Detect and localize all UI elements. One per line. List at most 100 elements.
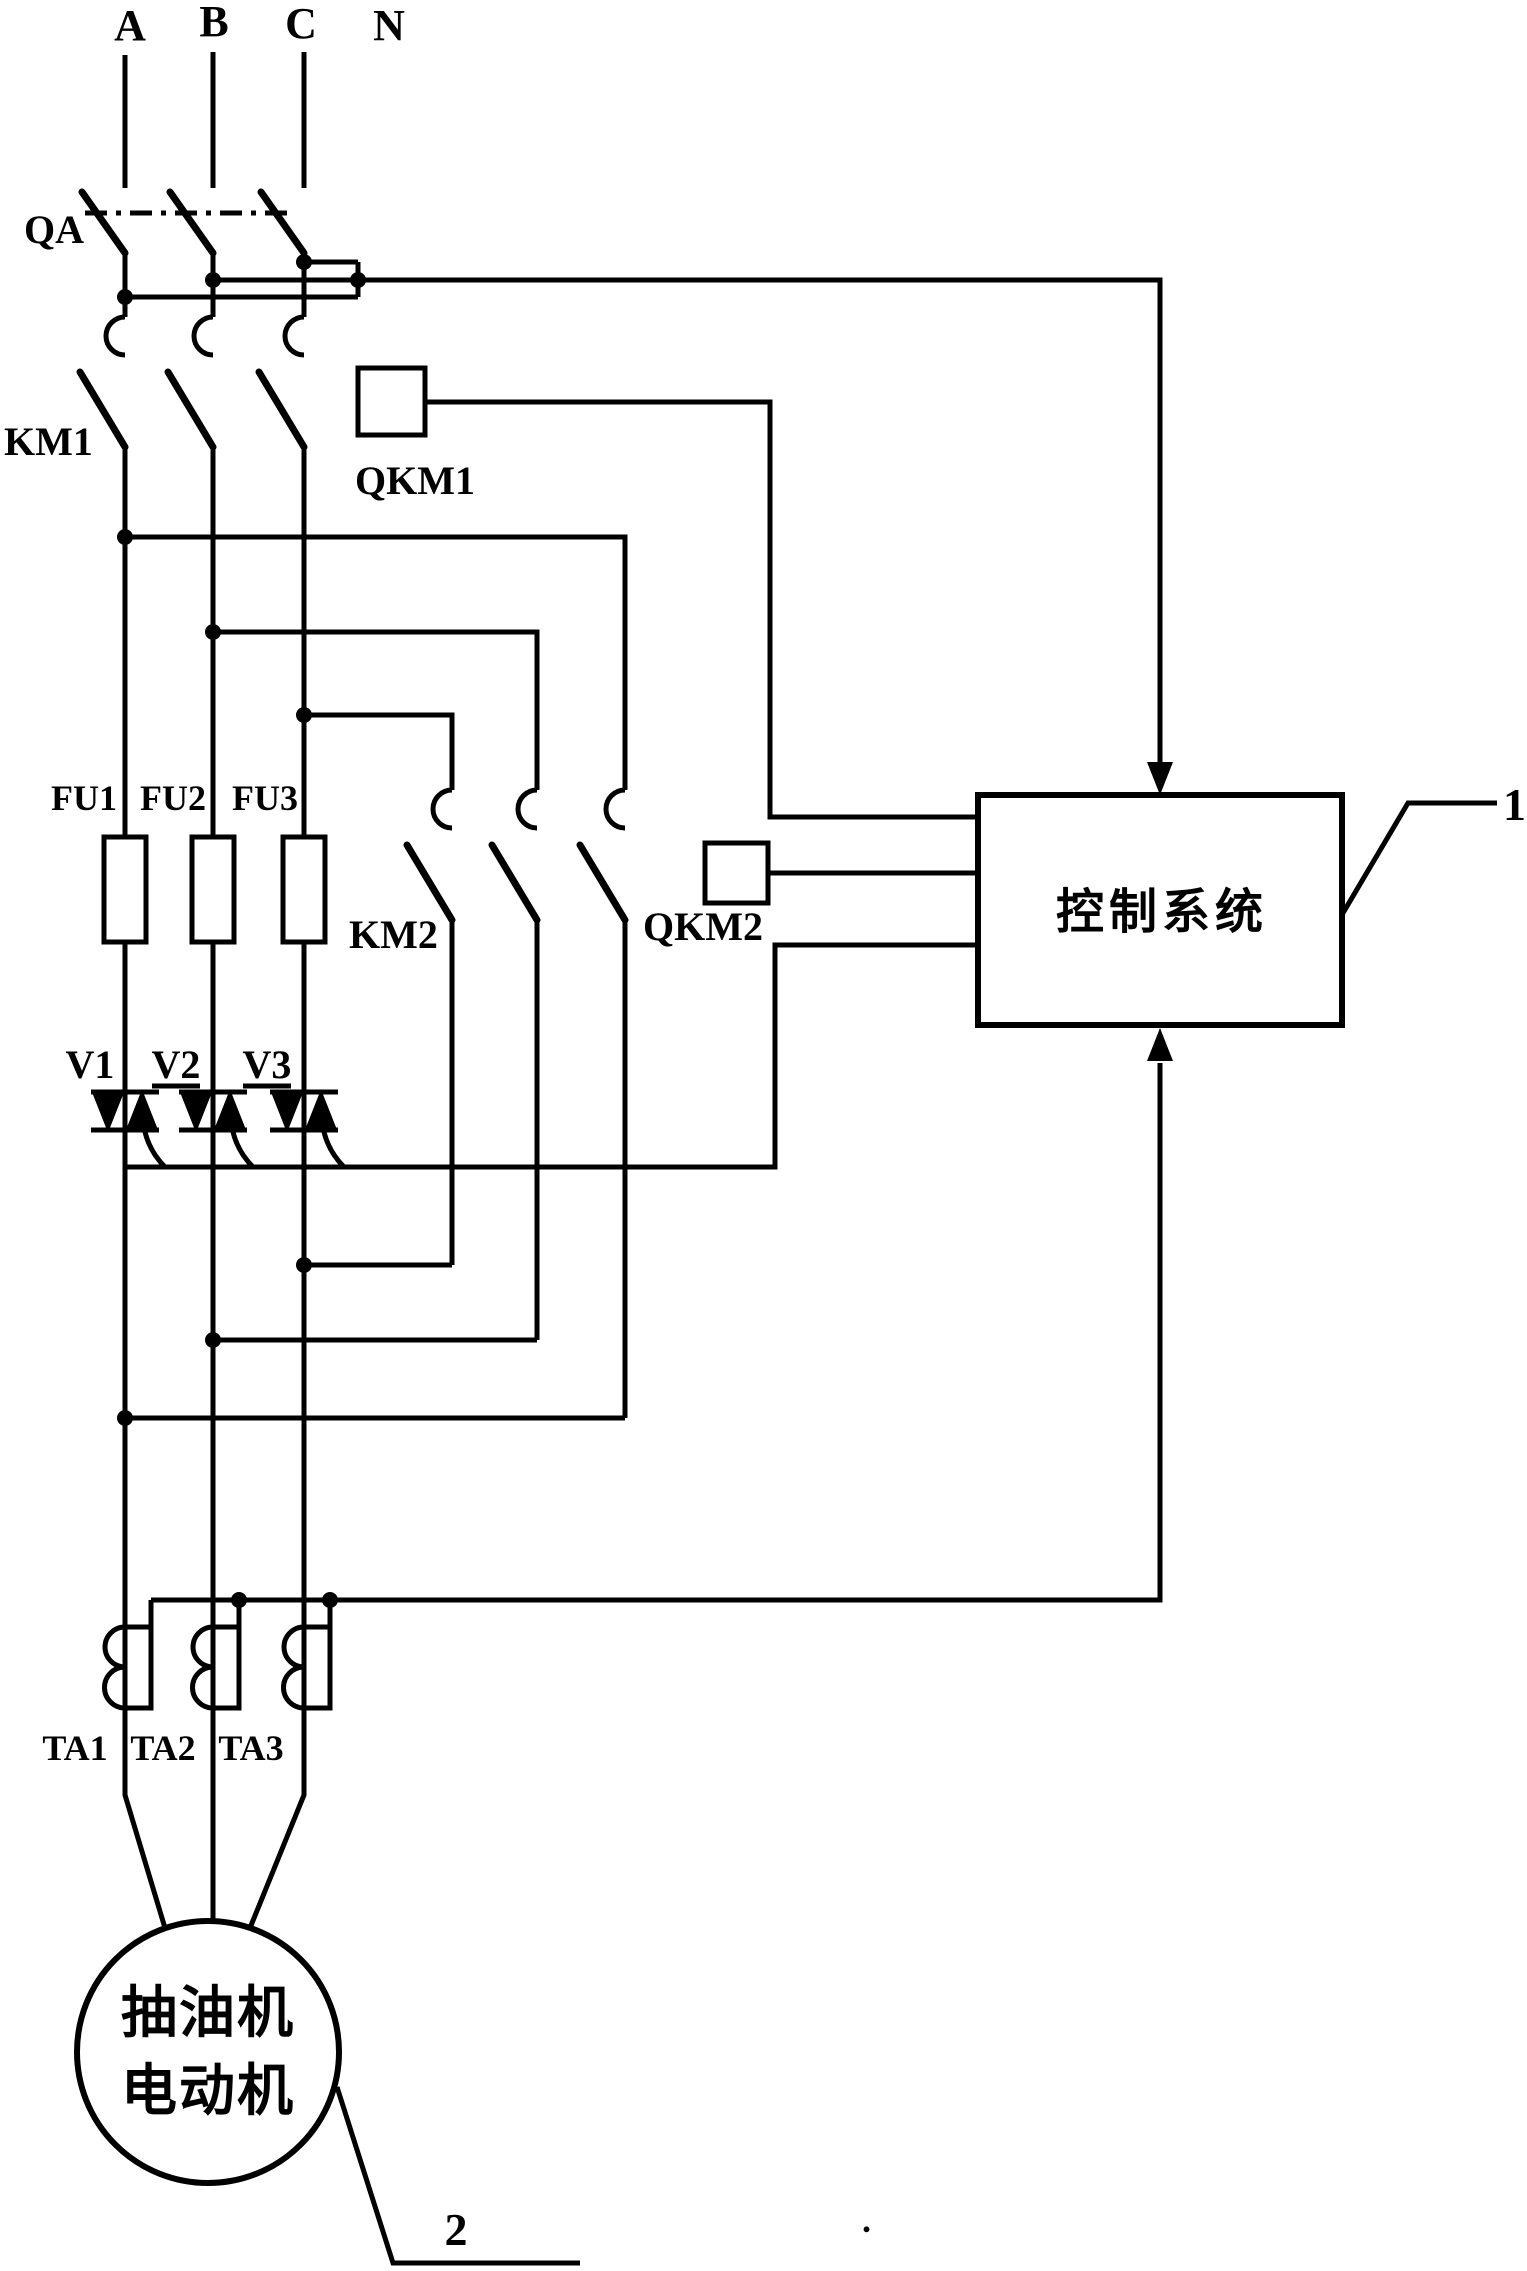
voltage-sense-tap bbox=[117, 254, 1173, 795]
callouts: 1 2 . bbox=[334, 779, 1526, 2266]
triac-v2 bbox=[179, 1089, 255, 1169]
arrow-up-icon bbox=[1147, 1028, 1173, 1061]
ta1-core bbox=[122, 1624, 154, 1711]
km1-contact-arc-a bbox=[103, 314, 126, 358]
current-transformer-ta2 bbox=[190, 1600, 242, 1711]
km1-contactor: KM1 bbox=[4, 314, 308, 464]
km1-blade-c bbox=[255, 368, 308, 451]
qkm1-box bbox=[355, 365, 428, 438]
junction-dot bbox=[205, 1332, 221, 1348]
ta2-label: TA2 bbox=[130, 1728, 195, 1768]
km2-contact-arc-3 bbox=[603, 787, 626, 831]
motor: 抽油机 电动机 bbox=[74, 1918, 342, 2186]
ta3-core bbox=[301, 1624, 333, 1711]
motor-circle bbox=[74, 1918, 342, 2186]
qa-label: QA bbox=[24, 207, 84, 252]
branch-c-to-km2 bbox=[304, 712, 455, 790]
junction-dot bbox=[296, 1257, 312, 1273]
qa-blade-a bbox=[78, 188, 129, 257]
qkm1-driver: QKM1 bbox=[355, 365, 978, 820]
triac-triangle-down bbox=[179, 1091, 213, 1133]
gate-bus-to-control bbox=[125, 942, 978, 1170]
km1-blade-a bbox=[76, 368, 129, 451]
callout-2-label: 2 bbox=[445, 2204, 468, 2255]
km1-contact-arc-b bbox=[191, 314, 214, 358]
ta1-winding-loop bbox=[102, 1624, 126, 1670]
v1-label: V1 bbox=[66, 1042, 115, 1087]
phase-mid-lines bbox=[122, 447, 307, 837]
km2-return-connections bbox=[117, 1257, 625, 1426]
fu3-label: FU3 bbox=[232, 778, 298, 818]
motor-label-line2: 电动机 bbox=[121, 2061, 295, 2123]
triac-gate-lead bbox=[230, 1131, 255, 1169]
branch-b-to-km2 bbox=[213, 629, 540, 790]
fu2-fuse-body bbox=[189, 834, 237, 945]
ta3-winding-loop bbox=[281, 1624, 305, 1670]
qa-blade-c bbox=[257, 188, 308, 257]
qkm1-label: QKM1 bbox=[355, 458, 475, 503]
control-system: 控制系统 bbox=[975, 792, 1345, 1028]
v3-label: V3 bbox=[243, 1042, 292, 1087]
km2-blade-3 bbox=[576, 841, 629, 924]
qa-disconnect-switch: QA bbox=[24, 188, 308, 317]
km2-blade-2 bbox=[488, 841, 541, 924]
arrow-down-icon bbox=[1147, 762, 1173, 795]
v2-label: V2 bbox=[152, 1042, 201, 1087]
stray-period: . bbox=[862, 2200, 871, 2240]
fuses: FU1 FU2 FU3 bbox=[51, 778, 328, 1092]
triac-triangle-up bbox=[125, 1089, 159, 1131]
fu1-label: FU1 bbox=[51, 778, 117, 818]
junction-dot bbox=[117, 289, 133, 305]
triac-v3 bbox=[270, 1089, 346, 1169]
ta1-label: TA1 bbox=[42, 1728, 107, 1768]
qkm2-label: QKM2 bbox=[643, 904, 763, 949]
fu1-fuse-body bbox=[101, 834, 149, 945]
branch-a-to-km2 bbox=[125, 534, 628, 790]
phase-c-label: C bbox=[285, 0, 317, 48]
ta3-winding-loop bbox=[281, 1664, 305, 1711]
qa-blade-b bbox=[166, 188, 217, 257]
km2-contact-arc-1 bbox=[430, 787, 453, 831]
qkm1-wire-to-control bbox=[425, 399, 978, 820]
triac-gate-lead bbox=[321, 1131, 346, 1169]
callout-1-label: 1 bbox=[1503, 779, 1526, 830]
junction-dot bbox=[117, 1410, 133, 1426]
km1-contact-arc-c bbox=[282, 314, 305, 358]
junction-dot bbox=[350, 272, 366, 288]
phase-a-label: A bbox=[114, 1, 146, 50]
ta1-winding-loop bbox=[102, 1664, 126, 1711]
current-transformers: TA1 TA2 TA3 bbox=[42, 1028, 1173, 1768]
callout-1-leader bbox=[1340, 800, 1497, 915]
junction-dot bbox=[205, 272, 221, 288]
ta2-winding-loop bbox=[190, 1624, 214, 1670]
sense-line-to-control bbox=[213, 277, 1163, 762]
control-system-label: 控制系统 bbox=[1056, 886, 1268, 939]
phase-supply-lines bbox=[122, 52, 307, 188]
km1-label: KM1 bbox=[4, 419, 93, 464]
phase-labels: A B C N bbox=[114, 0, 405, 50]
junction-dot bbox=[117, 529, 133, 545]
fu3-fuse-body bbox=[280, 834, 328, 945]
ta2-core bbox=[210, 1624, 242, 1711]
km1-blade-b bbox=[164, 368, 217, 451]
phase-b-label: B bbox=[199, 0, 228, 46]
km2-contactor: KM2 bbox=[349, 787, 629, 1418]
motor-leads bbox=[122, 1708, 307, 1929]
km2-label: KM2 bbox=[349, 912, 438, 957]
km2-feed-branches bbox=[117, 529, 628, 790]
fu2-label: FU2 bbox=[140, 778, 206, 818]
km2-contact-arc-2 bbox=[515, 787, 538, 831]
junction-dot bbox=[205, 624, 221, 640]
triac-valves: V1 V2 V3 bbox=[66, 942, 978, 1170]
motor-lead-a bbox=[122, 1708, 168, 1929]
triac-triangle-up bbox=[304, 1089, 338, 1131]
km2-blade-1 bbox=[403, 841, 456, 924]
ta2-winding-loop bbox=[190, 1664, 214, 1711]
current-transformer-ta1 bbox=[102, 1600, 154, 1711]
motor-lead-c bbox=[247, 1708, 307, 1929]
junction-dot bbox=[296, 254, 312, 270]
junction-dot bbox=[296, 707, 312, 723]
phase-lower-lines bbox=[122, 1092, 307, 1627]
triac-triangle-down bbox=[91, 1091, 125, 1133]
